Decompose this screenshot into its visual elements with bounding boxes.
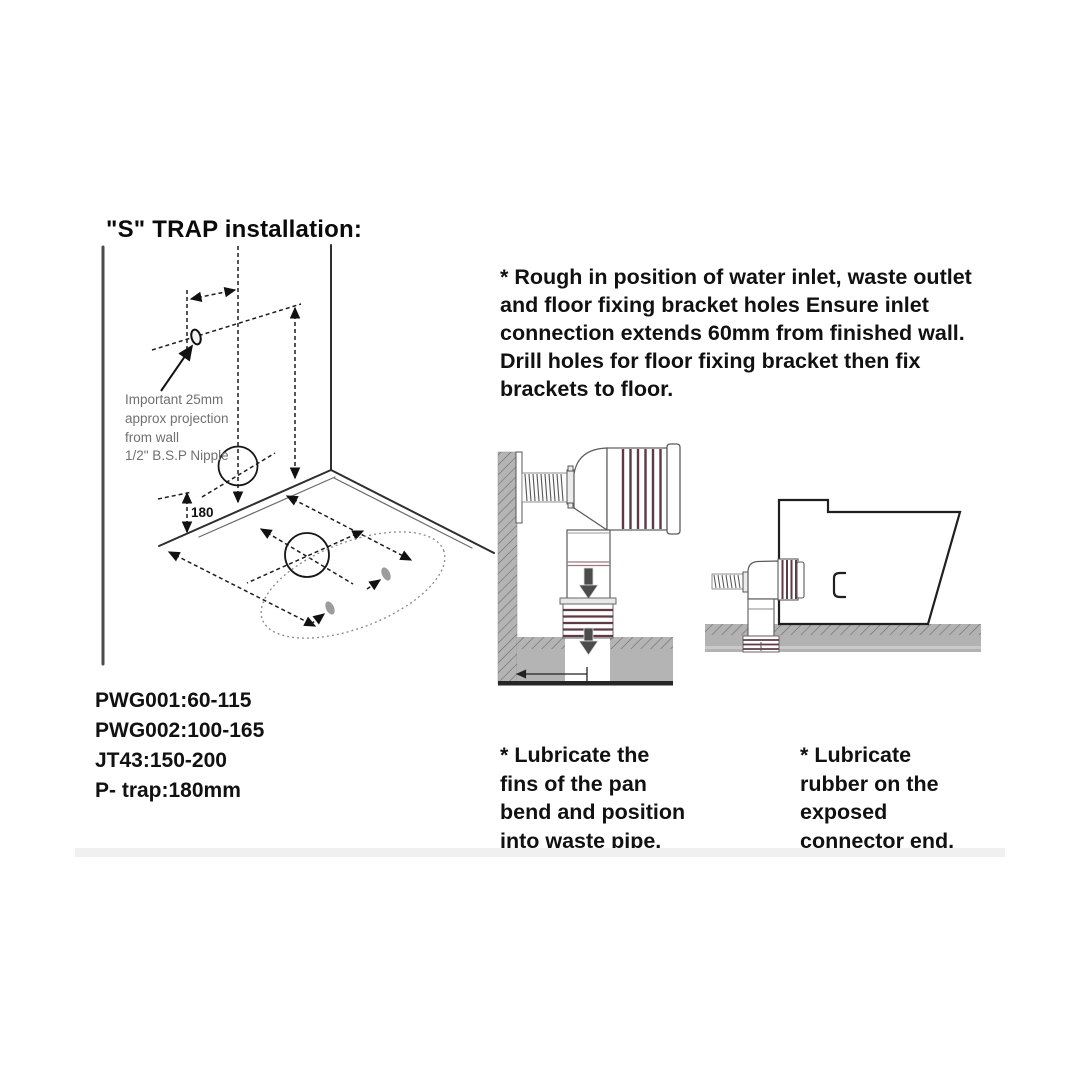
wall-flange xyxy=(515,451,523,524)
connector-end-cap xyxy=(796,561,805,599)
rough-in-instructions: * Rough in position of water inlet, wast… xyxy=(500,265,972,401)
dimension-180-label: 180 xyxy=(191,505,214,520)
flow-arrow-upper xyxy=(578,567,599,600)
pan-bend-waste-pipe-diagram xyxy=(497,443,681,686)
pan-bend-elbow xyxy=(747,560,780,600)
layout-dimension-lines xyxy=(151,246,413,627)
fixing-bracket-marks xyxy=(325,567,391,615)
annotation-line-3: from wall xyxy=(125,430,179,445)
floor-base-line xyxy=(498,681,673,686)
flush-button xyxy=(832,571,846,599)
hose-clamp xyxy=(742,571,749,593)
pan-footprint-ellipse xyxy=(260,531,446,639)
product-code-list: PWG001:60-115 PWG002:100-165 JT43:150-20… xyxy=(95,686,264,806)
product-code-pwg001: PWG001:60-115 xyxy=(95,689,252,712)
finned-outlet xyxy=(742,635,780,653)
annotation-line-4: 1/2" B.S.P Nipple xyxy=(125,448,229,463)
hose-clamp xyxy=(566,465,575,509)
toilet-pan-connection-diagram xyxy=(705,498,981,653)
annotation-line-2: approx projection xyxy=(125,411,229,426)
wall-outlet-circle xyxy=(217,445,259,487)
water-inlet-marker xyxy=(190,328,202,346)
corrugated-hose xyxy=(521,472,568,503)
product-code-ptrap: P- trap:180mm xyxy=(95,779,241,802)
floor-section xyxy=(498,637,673,686)
lubricate-fins-instructions: * Lubricate the fins of the pan bend and… xyxy=(500,743,686,853)
lubricate-rubber-instructions: * Lubricate rubber on the exposed connec… xyxy=(800,743,955,853)
faint-divider-band xyxy=(75,848,1005,857)
connector-ribs xyxy=(781,560,797,599)
wall-section xyxy=(497,451,518,684)
rough-in-layout-diagram: Important 25mm approx projection from wa… xyxy=(101,244,495,666)
annotation-arrow xyxy=(160,344,193,392)
page-title: "S" TRAP installation: xyxy=(106,216,363,243)
corrugated-hose xyxy=(711,573,744,590)
flow-arrow-lower xyxy=(578,627,599,656)
pan-bend-elbow xyxy=(573,447,608,532)
room-corner-lines xyxy=(101,244,495,666)
connector-end-cap xyxy=(666,443,681,535)
inlet-annotation: Important 25mm approx projection from wa… xyxy=(125,392,229,463)
product-code-pwg002: PWG002:100-165 xyxy=(95,719,265,742)
connector-ribs xyxy=(621,449,662,529)
product-code-jt43: JT43:150-200 xyxy=(95,749,227,772)
annotation-line-1: Important 25mm xyxy=(125,392,223,407)
floor-waste-circle xyxy=(284,532,330,578)
vertical-waste-pipe xyxy=(747,598,775,637)
toilet-outline xyxy=(777,498,962,626)
setout-dimension xyxy=(515,667,588,681)
